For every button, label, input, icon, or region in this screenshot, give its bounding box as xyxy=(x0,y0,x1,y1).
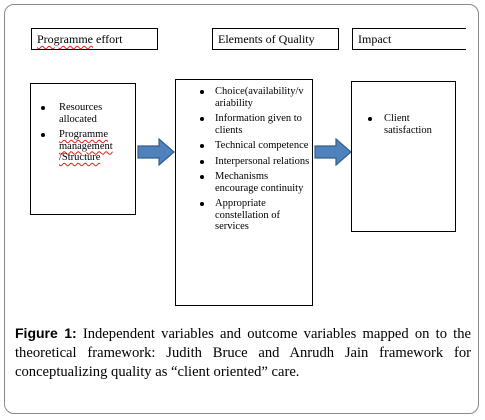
arrow-right-icon xyxy=(137,138,175,166)
programme-effort-box: Resources allocated Programme management… xyxy=(30,83,136,215)
list-item: Information given to clients xyxy=(192,113,310,136)
list-item-text: Programme management /Structure xyxy=(59,129,113,163)
list-item: Client satisfaction xyxy=(354,113,455,136)
list-item: Technical competence xyxy=(192,140,310,152)
header-programme-effort: Programme effort xyxy=(31,28,158,50)
elements-of-quality-box: Choice(availability/v ariability Informa… xyxy=(175,79,313,306)
header-programme-rest: effort xyxy=(93,32,123,46)
caption-text: Independent variables and outcome variab… xyxy=(15,326,472,380)
header-impact: Impact xyxy=(352,28,466,50)
list-item: Resources allocated xyxy=(33,102,131,125)
list-item: Appropriate constellation of services xyxy=(192,198,310,233)
elements-of-quality-list: Choice(availability/v ariability Informa… xyxy=(192,86,310,233)
impact-box: Client satisfaction xyxy=(351,81,456,232)
programme-effort-list: Resources allocated Programme management… xyxy=(33,102,131,164)
list-item: Programme management /Structure xyxy=(33,129,131,164)
header-programme-word: Programme xyxy=(37,32,93,46)
list-item: Mechanisms encourage continuity xyxy=(192,171,310,194)
list-item: Choice(availability/v ariability xyxy=(192,86,310,109)
arrow-right-icon xyxy=(314,138,352,166)
header-elements-of-quality: Elements of Quality xyxy=(212,28,339,50)
impact-list: Client satisfaction xyxy=(354,113,455,136)
caption-label: Figure 1: xyxy=(15,325,77,341)
list-item: Interpersonal relations xyxy=(192,156,310,168)
figure-caption: Figure 1: Independent variables and outc… xyxy=(15,324,471,382)
